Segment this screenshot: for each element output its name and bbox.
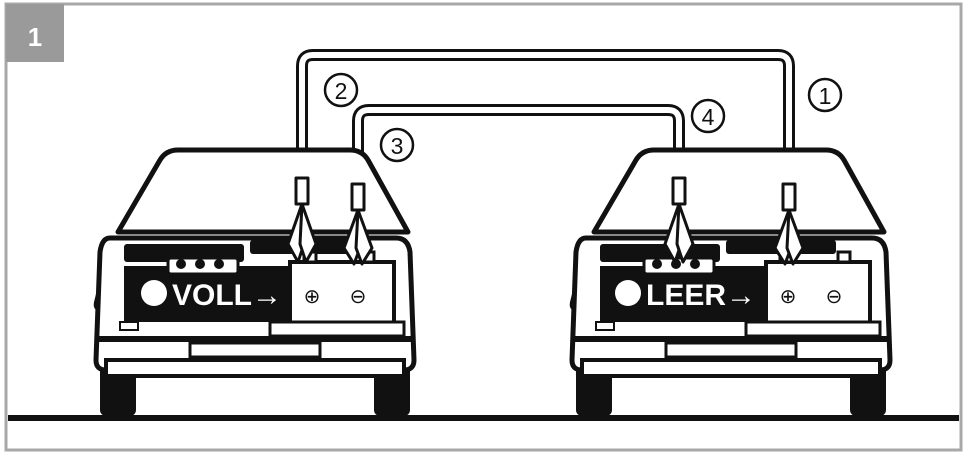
- receiver-car: LEER→ ⊕ ⊖: [569, 147, 893, 416]
- receiver-label: LEER→: [646, 279, 756, 312]
- donor-battery: [288, 260, 396, 326]
- receiver-battery-plus: ⊕: [780, 286, 797, 308]
- receiver-battery: [764, 260, 872, 326]
- donor-clamp-minus: [342, 182, 374, 266]
- donor-label: VOLL→: [172, 279, 282, 312]
- svg-text:1: 1: [819, 83, 832, 109]
- cable-label-4: 4: [690, 98, 726, 134]
- donor-car: VOLL→ ⊕ ⊖: [93, 147, 417, 416]
- receiver-clamp-plus: [773, 182, 805, 266]
- figure-number: 1: [28, 22, 42, 52]
- donor-battery-minus: ⊖: [350, 286, 367, 308]
- cable-label-1: 1: [807, 77, 843, 113]
- donor-battery-plus: ⊕: [304, 286, 321, 308]
- receiver-clamp-minus: [663, 176, 695, 264]
- svg-text:4: 4: [702, 104, 715, 130]
- donor-clamp-plus: [286, 176, 318, 264]
- figure-number-badge: 1: [6, 4, 64, 62]
- receiver-battery-minus: ⊖: [826, 286, 843, 308]
- cable-label-2: 2: [323, 72, 359, 108]
- cable-label-3: 3: [379, 127, 415, 163]
- svg-text:2: 2: [335, 78, 348, 104]
- donor-label-dot: [141, 280, 167, 306]
- ground-line: [8, 415, 959, 421]
- receiver-label-dot: [615, 280, 641, 306]
- svg-text:3: 3: [391, 133, 404, 159]
